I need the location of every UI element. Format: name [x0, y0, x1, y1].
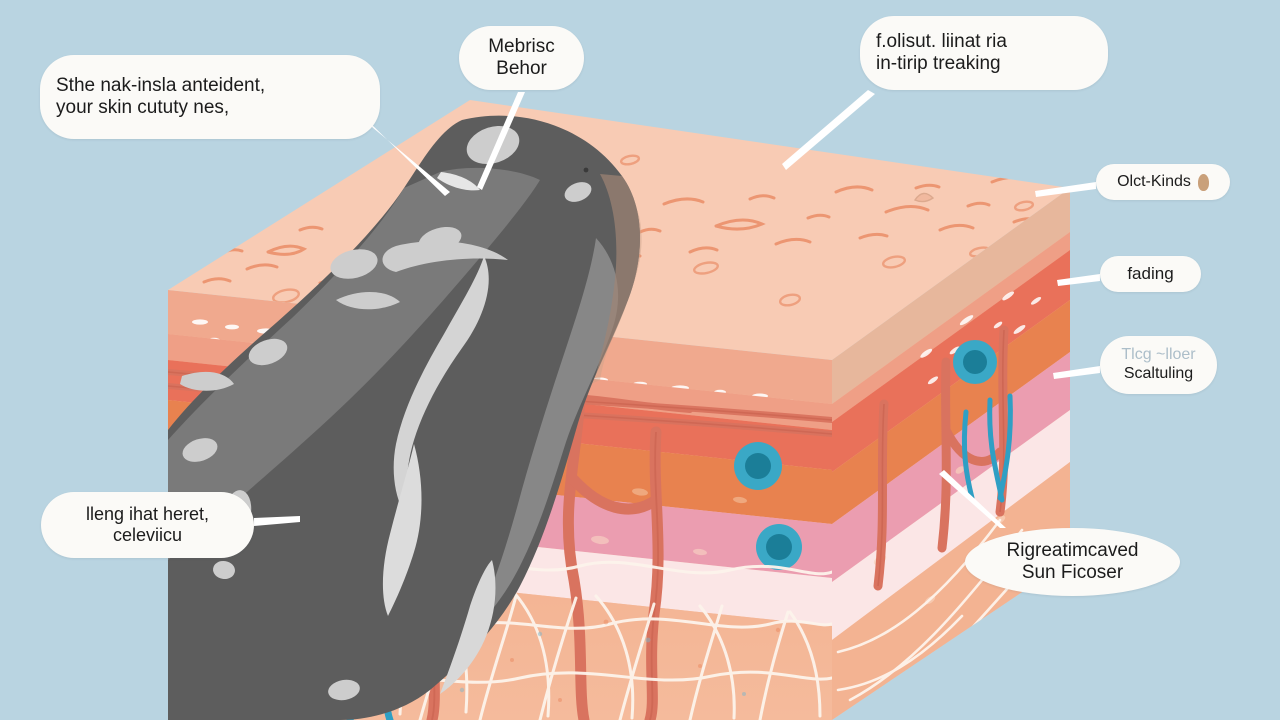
- callout-right-fading[interactable]: fading: [1100, 256, 1201, 292]
- flap-highlights: [180, 125, 592, 701]
- callout-left-bottom[interactable]: lleng ihat heret, celeviicu: [41, 492, 254, 558]
- callout-top-center[interactable]: Mebrisc Behor: [459, 26, 584, 90]
- callout-bottom-right-line-1: Rigreatimcaved: [1006, 539, 1139, 561]
- callout-right-fading-label: fading: [1127, 263, 1174, 283]
- sebaceous-gland: [953, 340, 997, 384]
- callout-right-scaling[interactable]: Tlcg ~lloer Scaltuling: [1100, 336, 1217, 394]
- callout-right-oilglands-label: Olct-Kinds: [1117, 172, 1191, 190]
- callout-top-left-line-2: your skin cututy nes,: [56, 97, 230, 118]
- callout-right-scaling-line-1: Tlcg ~lloer: [1121, 346, 1196, 364]
- callout-bottom-right[interactable]: Rigreatimcaved Sun Ficoser: [965, 528, 1180, 596]
- callout-left-bottom-line-1: lleng ihat heret,: [85, 503, 210, 524]
- callout-top-left[interactable]: Sthe nak-insla anteident, your skin cutu…: [40, 55, 380, 139]
- vein-group-right: [961, 393, 1013, 503]
- callout-left-bottom-line-2: celeviicu: [112, 525, 183, 545]
- callout-top-right[interactable]: f.olisut. liinat ria in-ti­rip treaking: [860, 16, 1108, 90]
- callout-right-oilglands[interactable]: Olct-Kinds: [1096, 164, 1230, 200]
- callout-bottom-right-line-2: Sun Ficoser: [1021, 562, 1124, 583]
- callout-top-left-line-1: Sthe nak-insla anteident,: [56, 74, 266, 96]
- callout-top-right-line-1: f.olisut. liinat ria: [876, 30, 1007, 52]
- layer-right-face: [832, 188, 1070, 720]
- surface-bump: [913, 192, 935, 203]
- leader-lines: [254, 90, 1100, 528]
- peeling-skin-flap: [168, 115, 642, 720]
- callout-right-scaling-line-2: Scaltuling: [1123, 365, 1194, 382]
- callout-top-center-line-1: Mebrisc: [488, 35, 555, 57]
- callout-top-center-line-2: Behor: [496, 58, 547, 79]
- callout-top-right-line-2: in-ti­rip treaking: [876, 53, 1001, 74]
- gland-swatch-icon: [1197, 173, 1209, 191]
